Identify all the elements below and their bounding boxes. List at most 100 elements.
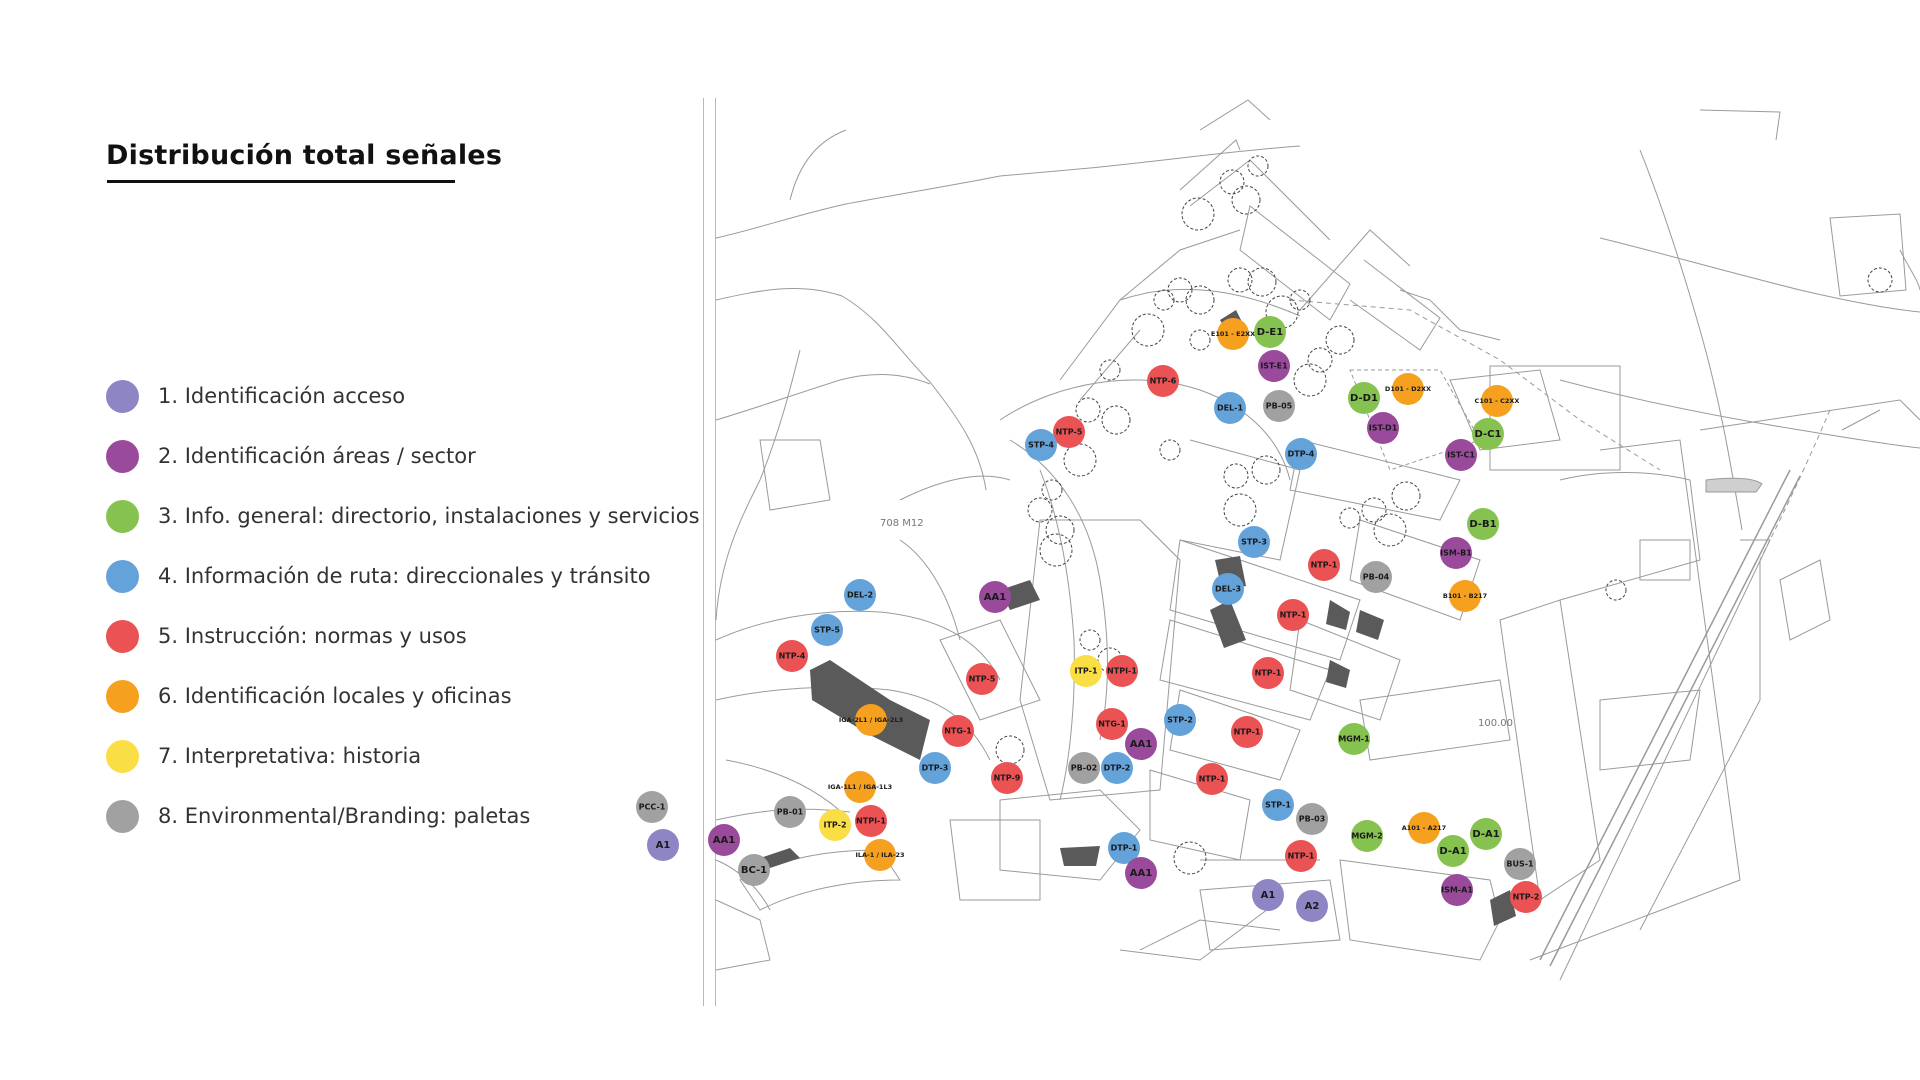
sign-marker[interactable]: NTP-2 bbox=[1510, 881, 1542, 913]
sign-marker[interactable]: NTG-1 bbox=[1096, 708, 1128, 740]
sign-marker[interactable]: D-A1 bbox=[1470, 818, 1502, 850]
sign-marker[interactable]: C101 - C2XX bbox=[1475, 385, 1520, 417]
sign-marker[interactable]: IST-D1 bbox=[1367, 412, 1399, 444]
sign-marker-dot bbox=[738, 854, 770, 886]
sign-marker[interactable]: D-C1 bbox=[1472, 418, 1504, 450]
sign-marker[interactable]: D101 - D2XX bbox=[1385, 373, 1431, 405]
sign-marker[interactable]: DTP-2 bbox=[1101, 752, 1133, 784]
sign-marker-label: MGM-2 bbox=[1351, 832, 1382, 841]
sign-marker[interactable]: NTP-1 bbox=[1277, 599, 1309, 631]
sign-marker-label: E101 - E2XX bbox=[1211, 330, 1255, 338]
tree-icon bbox=[1247, 155, 1269, 177]
sign-marker[interactable]: STP-5 bbox=[811, 614, 843, 646]
sign-marker-label: DTP-3 bbox=[922, 764, 949, 773]
sign-marker[interactable]: NTP-5 bbox=[1053, 416, 1085, 448]
sign-marker[interactable]: DTP-1 bbox=[1108, 832, 1140, 864]
legend-dot-info-general bbox=[106, 499, 139, 533]
sign-marker-dot bbox=[979, 581, 1011, 613]
sign-marker-dot bbox=[1285, 438, 1317, 470]
legend-item-info-general: 3. Info. general: directorio, instalacio… bbox=[106, 486, 700, 546]
sign-marker-dot bbox=[1470, 818, 1502, 850]
sign-marker[interactable]: MGM-2 bbox=[1351, 820, 1383, 852]
sign-marker-dot bbox=[1125, 857, 1157, 889]
sign-marker[interactable]: IST-C1 bbox=[1445, 439, 1477, 471]
sign-marker[interactable]: IGA-2L1 / IGA-2L3 bbox=[839, 704, 903, 736]
sign-marker-label: NTP-1 bbox=[1234, 728, 1261, 737]
tree-icon bbox=[1173, 841, 1207, 875]
sign-marker[interactable]: NTP-5 bbox=[966, 663, 998, 695]
sign-marker[interactable]: IST-E1 bbox=[1258, 350, 1290, 382]
legend-dot-instruccion bbox=[106, 619, 139, 653]
sign-marker-dot bbox=[1108, 832, 1140, 864]
sign-marker[interactable]: AA1 bbox=[708, 824, 740, 856]
sign-marker[interactable]: NTP-6 bbox=[1147, 365, 1179, 397]
sign-marker[interactable]: A2 bbox=[1296, 890, 1328, 922]
sign-marker-label: STP-3 bbox=[1241, 538, 1267, 547]
sign-marker[interactable]: NTG-1 bbox=[942, 715, 974, 747]
sign-marker[interactable]: AA1 bbox=[1125, 857, 1157, 889]
sign-marker[interactable]: STP-2 bbox=[1164, 704, 1196, 736]
sign-marker-dot bbox=[819, 809, 851, 841]
sign-marker[interactable]: DEL-1 bbox=[1214, 392, 1246, 424]
sign-marker[interactable]: D-D1 bbox=[1348, 382, 1380, 414]
sign-marker[interactable]: STP-1 bbox=[1262, 789, 1294, 821]
sign-marker-label: STP-5 bbox=[814, 626, 840, 635]
sign-marker-dot bbox=[1101, 752, 1133, 784]
sign-marker[interactable]: A101 - A217 bbox=[1402, 812, 1446, 844]
sign-marker[interactable]: PB-04 bbox=[1360, 561, 1392, 593]
sign-marker[interactable]: A1 bbox=[647, 829, 679, 861]
sign-marker[interactable]: PB-05 bbox=[1263, 390, 1295, 422]
sign-marker[interactable]: NTP-1 bbox=[1252, 657, 1284, 689]
sign-marker[interactable]: STP-4 bbox=[1025, 429, 1057, 461]
sign-marker[interactable]: BC-1 bbox=[738, 854, 770, 886]
sign-marker[interactable]: AA1 bbox=[979, 581, 1011, 613]
sign-marker[interactable]: D-B1 bbox=[1467, 508, 1499, 540]
sign-marker[interactable]: AA1 bbox=[1125, 728, 1157, 760]
sign-marker[interactable]: DTP-3 bbox=[919, 752, 951, 784]
legend-item-locales: 6. Identificación locales y oficinas bbox=[106, 666, 700, 726]
sign-marker[interactable]: ILA-1 / ILA-23 bbox=[855, 839, 905, 871]
sign-marker-dot bbox=[864, 839, 896, 871]
sign-marker[interactable]: NTP-1 bbox=[1308, 549, 1340, 581]
sign-marker[interactable]: MGM-1 bbox=[1338, 723, 1370, 755]
tree-icon bbox=[1079, 629, 1101, 651]
sign-marker[interactable]: NTP-9 bbox=[991, 762, 1023, 794]
sign-marker[interactable]: ITP-1 bbox=[1070, 655, 1102, 687]
sign-marker[interactable]: PB-02 bbox=[1068, 752, 1100, 784]
sign-marker-label: BUS-1 bbox=[1506, 860, 1534, 869]
sign-marker[interactable]: PB-03 bbox=[1296, 803, 1328, 835]
sign-marker[interactable]: A1 bbox=[1252, 879, 1284, 911]
sign-marker[interactable]: PB-01 bbox=[774, 796, 806, 828]
tree-icon bbox=[1339, 507, 1361, 529]
sign-marker[interactable]: DEL-3 bbox=[1212, 573, 1244, 605]
sign-marker-dot bbox=[1392, 373, 1424, 405]
sign-marker[interactable]: B101 - B217 bbox=[1443, 580, 1487, 612]
tree-symbols bbox=[995, 155, 1893, 875]
sign-marker[interactable]: PCC-1 bbox=[636, 791, 668, 823]
sign-marker[interactable]: E101 - E2XX bbox=[1211, 318, 1255, 350]
sign-marker[interactable]: NTPI-1 bbox=[855, 805, 887, 837]
sign-marker[interactable]: ISM-A1 bbox=[1441, 874, 1473, 906]
sign-marker[interactable]: NTP-1 bbox=[1196, 763, 1228, 795]
sign-marker[interactable]: IGA-1L1 / IGA-1L3 bbox=[828, 771, 892, 803]
sign-marker[interactable]: NTP-1 bbox=[1231, 716, 1263, 748]
sign-marker-dot bbox=[1504, 848, 1536, 880]
sign-marker-label: A101 - A217 bbox=[1402, 824, 1446, 832]
sign-marker-label: IGA-1L1 / IGA-1L3 bbox=[828, 783, 892, 791]
sign-marker[interactable]: D-A1 bbox=[1437, 835, 1469, 867]
sign-marker-dot bbox=[844, 771, 876, 803]
sign-marker[interactable]: NTP-1 bbox=[1285, 840, 1317, 872]
sign-marker[interactable]: NTPI-1 bbox=[1106, 655, 1138, 687]
sign-marker[interactable]: DTP-4 bbox=[1285, 438, 1317, 470]
sign-marker[interactable]: ISM-B1 bbox=[1440, 537, 1472, 569]
sign-marker[interactable]: NTP-4 bbox=[776, 640, 808, 672]
sign-marker-label: IST-C1 bbox=[1447, 451, 1475, 460]
sign-marker[interactable]: STP-3 bbox=[1238, 526, 1270, 558]
tree-icon bbox=[1223, 493, 1257, 527]
sign-marker[interactable]: D-E1 bbox=[1254, 316, 1286, 348]
sign-marker[interactable]: BUS-1 bbox=[1504, 848, 1536, 880]
sign-marker[interactable]: ITP-2 bbox=[819, 809, 851, 841]
sign-marker-dot bbox=[1308, 549, 1340, 581]
map-labels: 708 M12 100.00 bbox=[880, 518, 1513, 729]
sign-marker[interactable]: DEL-2 bbox=[844, 579, 876, 611]
